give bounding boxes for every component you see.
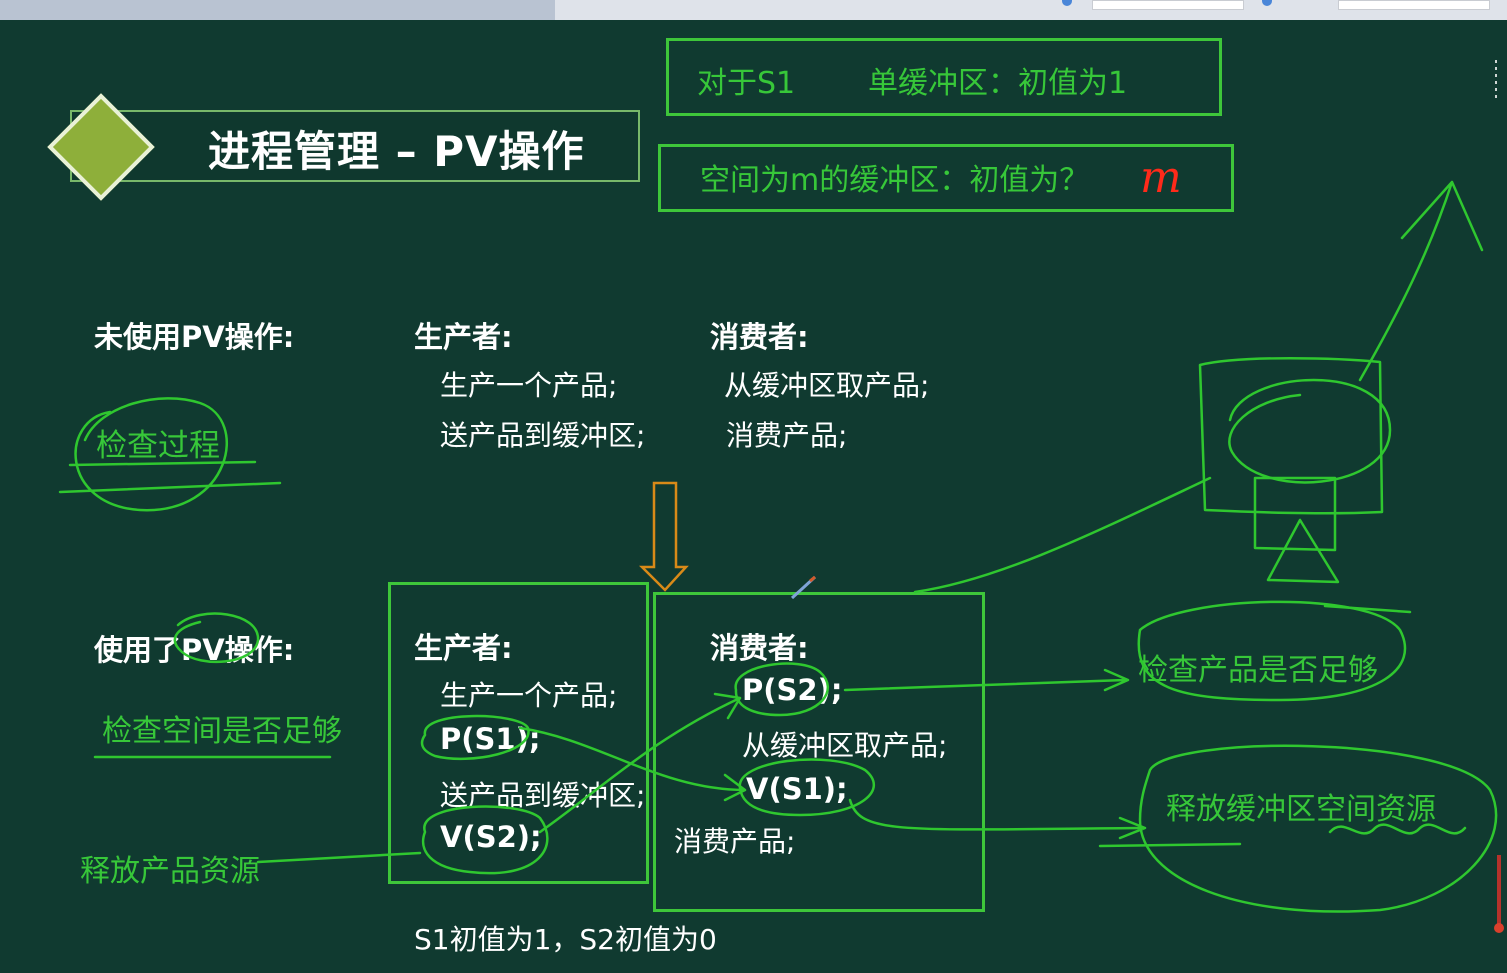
annotation-release-product: 释放产品资源: [80, 854, 260, 889]
annotation-check-process: 检查过程: [96, 428, 220, 464]
producer-v-s2: V(S2);: [440, 820, 542, 854]
consumer-line-1b: 消费产品;: [726, 419, 848, 452]
monitor-inner-loop: [1228, 378, 1392, 484]
underline-check-process: [58, 460, 282, 494]
note-s1-right: 单缓冲区：初值为1: [868, 66, 1128, 101]
producer-title-2: 生产者:: [414, 631, 513, 665]
toolbar-field[interactable]: [1092, 0, 1244, 10]
monitor-stand: [1253, 476, 1340, 584]
circle-p-s2: [734, 662, 829, 717]
producer-line-1a: 生产一个产品;: [440, 369, 618, 402]
slide-title: 进程管理 – PV操作: [208, 127, 585, 176]
circle-v-s2: [421, 805, 549, 875]
producer-line-1b: 送产品到缓冲区;: [440, 419, 646, 452]
consumer-line-2b: 消费产品;: [674, 825, 796, 858]
monitor-frame: [1198, 357, 1384, 515]
stroke-check-product-extra: [1323, 604, 1412, 614]
circle-v-s1: [738, 758, 876, 817]
circle-release-space: [1138, 744, 1498, 913]
footer-initial-values: S1初值为1，S2初值为0: [414, 923, 717, 956]
scroll-indicator: [1494, 60, 1504, 933]
consumer-line-1a: 从缓冲区取产品;: [724, 369, 930, 402]
handwritten-m: m: [1140, 152, 1182, 203]
consumer-title-2: 消费者:: [710, 631, 809, 665]
line-to-monitor: [913, 476, 1212, 594]
producer-title-1: 生产者:: [414, 320, 513, 354]
note-m-text: 空间为m的缓冲区：初值为？: [700, 163, 1090, 198]
toolbar-dot-icon[interactable]: [1262, 0, 1272, 6]
arrow-v-s2-to-p-s2: [538, 692, 742, 834]
consumer-line-2a: 从缓冲区取产品;: [742, 729, 948, 762]
producer-line-2a: 生产一个产品;: [440, 679, 618, 712]
consumer-title-1: 消费者:: [710, 320, 809, 354]
consumer-box: [653, 592, 985, 912]
window-top-bar-left: [0, 0, 555, 20]
arrow-p-s1-to-v-s1: [518, 726, 747, 802]
arrow-check-product: [843, 668, 1130, 692]
scribble-circle-check-process: [74, 397, 228, 512]
orange-down-arrow: [638, 481, 689, 592]
annotation-release-space: 释放缓冲区空间资源: [1166, 792, 1436, 827]
note-m-box: [658, 144, 1234, 212]
producer-box: [388, 582, 649, 884]
toolbar-field[interactable]: [1338, 0, 1490, 10]
pen-cursor-icon: [790, 575, 817, 600]
consumer-v-s1: V(S1);: [746, 772, 848, 806]
circle-p-s1: [420, 714, 530, 761]
note-s1-box: [666, 38, 1222, 116]
toolbar-dot-icon[interactable]: [1062, 0, 1072, 6]
annotation-check-product: 检查产品是否足够: [1138, 653, 1378, 688]
without-pv-label: 未使用PV操作:: [94, 320, 295, 354]
circle-check-product: [1137, 600, 1407, 702]
line-extra-right: [1098, 842, 1242, 848]
arrow-up-line: [1358, 180, 1484, 382]
arrow-release-product: [256, 851, 422, 864]
title-banner: [70, 110, 640, 182]
with-pv-label: 使用了PV操作:: [94, 633, 295, 667]
wavy-underline: [1328, 823, 1467, 835]
window-top-bar: [0, 0, 1507, 20]
annotation-check-space: 检查空间是否足够: [102, 714, 342, 749]
scribble-circle-used: [173, 612, 260, 664]
arrow-release-space: [848, 798, 1147, 840]
note-s1-left: 对于S1: [697, 66, 796, 101]
